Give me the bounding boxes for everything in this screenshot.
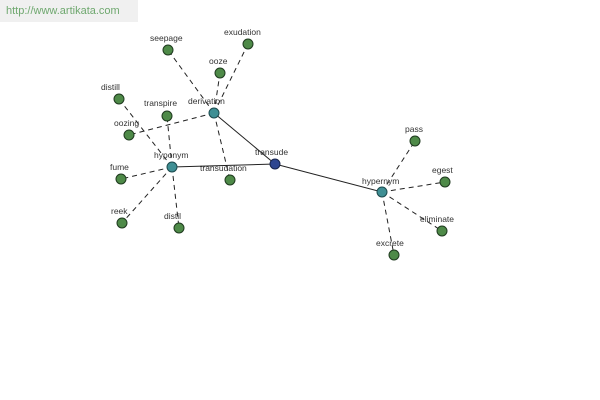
node-oozing[interactable] bbox=[123, 129, 135, 141]
node-transude[interactable] bbox=[269, 158, 281, 170]
edge-derivation-ooze bbox=[213, 72, 221, 114]
edge-hypernym-egest bbox=[381, 181, 446, 193]
edge-hyponym-reek bbox=[121, 166, 173, 224]
node-fume[interactable] bbox=[115, 173, 127, 185]
edge-transude-hyponym bbox=[171, 163, 276, 168]
label-exudation[interactable]: exudation bbox=[224, 27, 261, 37]
node-seepage[interactable] bbox=[162, 44, 174, 56]
label-derivation[interactable]: derivation bbox=[188, 96, 225, 106]
node-pass[interactable] bbox=[409, 135, 421, 147]
label-reek[interactable]: reek bbox=[111, 206, 128, 216]
label-hypernym[interactable]: hypernym bbox=[362, 176, 399, 186]
edge-derivation-oozing bbox=[128, 112, 215, 136]
label-ooze[interactable]: ooze bbox=[209, 56, 228, 66]
label-distil[interactable]: distil bbox=[164, 211, 181, 221]
node-excrete[interactable] bbox=[388, 249, 400, 261]
label-transpire[interactable]: transpire bbox=[144, 98, 177, 108]
node-eliminate[interactable] bbox=[436, 225, 448, 237]
edge-hypernym-excrete bbox=[381, 191, 395, 256]
node-distill[interactable] bbox=[113, 93, 125, 105]
edge-derivation-seepage bbox=[167, 49, 215, 114]
edge-derivation-exudation bbox=[213, 43, 249, 114]
node-ooze[interactable] bbox=[214, 67, 226, 79]
graph-labels: transude derivation hyponym hypernym transud… bbox=[101, 27, 454, 248]
graph-edges bbox=[118, 43, 446, 256]
node-transudation[interactable] bbox=[224, 174, 236, 186]
label-pass[interactable]: pass bbox=[405, 124, 423, 134]
label-egest[interactable]: egest bbox=[432, 165, 453, 175]
label-seepage[interactable]: seepage bbox=[150, 33, 183, 43]
node-transpire[interactable] bbox=[161, 110, 173, 122]
node-hypernym[interactable] bbox=[376, 186, 388, 198]
edge-hypernym-pass bbox=[381, 140, 416, 193]
node-exudation[interactable] bbox=[242, 38, 254, 50]
edge-transude-hypernym bbox=[274, 163, 383, 193]
node-reek[interactable] bbox=[116, 217, 128, 229]
label-oozing[interactable]: oozing bbox=[114, 118, 139, 128]
label-hyponym[interactable]: hyponym bbox=[154, 150, 189, 160]
edge-hyponym-distil bbox=[171, 166, 180, 229]
site-watermark: http://www.artikata.com bbox=[0, 0, 138, 22]
label-distill[interactable]: distill bbox=[101, 82, 120, 92]
node-hyponym[interactable] bbox=[166, 161, 178, 173]
edge-derivation-transudation bbox=[213, 112, 231, 181]
graph-nodes bbox=[113, 38, 451, 261]
node-egest[interactable] bbox=[439, 176, 451, 188]
label-excrete[interactable]: excrete bbox=[376, 238, 404, 248]
edge-hypernym-eliminate bbox=[381, 191, 443, 232]
label-fume[interactable]: fume bbox=[110, 162, 129, 172]
edge-transude-derivation bbox=[213, 112, 276, 165]
label-transude[interactable]: transude bbox=[255, 147, 288, 157]
label-transudation[interactable]: transudation bbox=[200, 163, 247, 173]
node-derivation[interactable] bbox=[208, 107, 220, 119]
label-eliminate[interactable]: eliminate bbox=[420, 214, 454, 224]
node-distil[interactable] bbox=[173, 222, 185, 234]
